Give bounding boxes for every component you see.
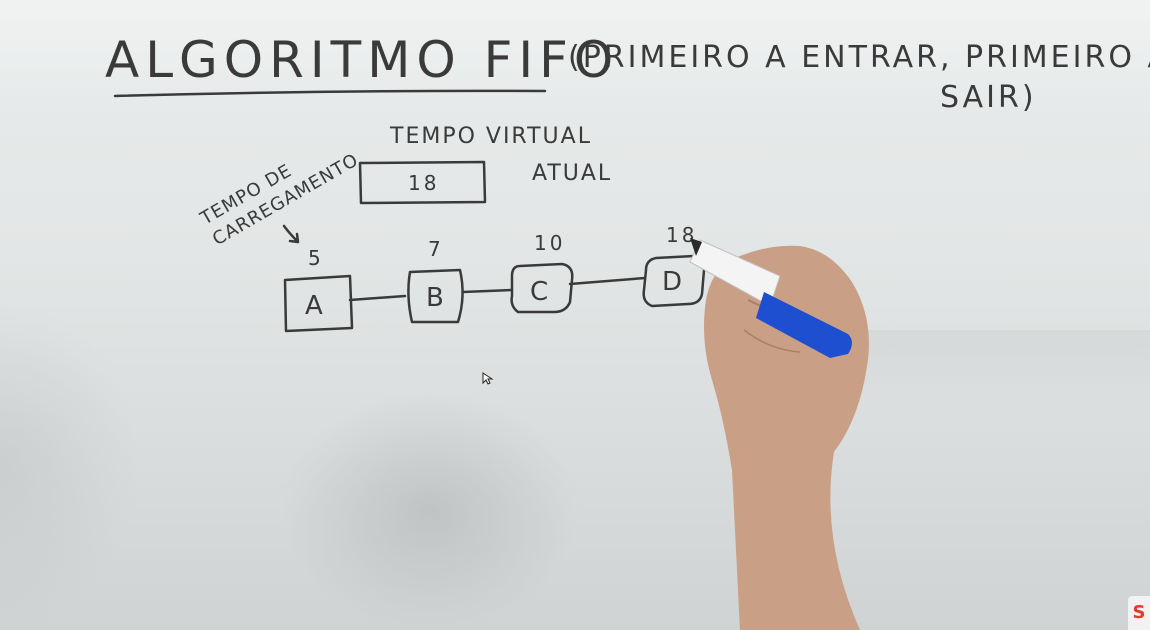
virtual-time-value: 18	[408, 171, 439, 195]
virtual-time-label-line-1: TEMPO VIRTUAL	[389, 124, 592, 149]
page-d-name: D	[662, 267, 685, 297]
subtitle-line-1: (PRIMEIRO A ENTRAR, PRIMEIRO A	[568, 40, 1150, 75]
finger-crease	[743, 329, 801, 353]
virtual-time-label-line-2: ATUAL	[532, 161, 612, 186]
page-c-box	[510, 262, 574, 314]
page-c-name: C	[530, 277, 551, 307]
page-b-name: B	[426, 283, 447, 313]
virtual-time-box	[358, 160, 487, 205]
page-a-box	[283, 274, 354, 333]
page-a-name: A	[305, 291, 326, 321]
mouse-cursor-icon	[482, 372, 494, 385]
page-b-load-time: 7	[428, 237, 444, 261]
link-a-b	[348, 294, 407, 302]
marker-tip	[690, 238, 702, 256]
page-a-load-time: 5	[308, 246, 324, 270]
page-c-load-time: 10	[534, 231, 565, 255]
link-c-d	[568, 276, 647, 286]
title-text: ALGORITMO FIFO	[105, 31, 619, 89]
load-time-label: TEMPO DE CARREGAMENTO	[196, 149, 362, 250]
page-d-load-time: 18	[666, 223, 697, 247]
link-b-c	[461, 288, 514, 294]
marker-cap	[756, 292, 852, 358]
load-time-arrow	[282, 224, 300, 244]
title-underline	[113, 89, 547, 98]
subtitle-line-2: SAIR)	[940, 80, 1037, 115]
page-b-box	[407, 268, 464, 324]
hand-with-marker	[689, 238, 869, 630]
channel-logo: S	[1128, 596, 1150, 630]
